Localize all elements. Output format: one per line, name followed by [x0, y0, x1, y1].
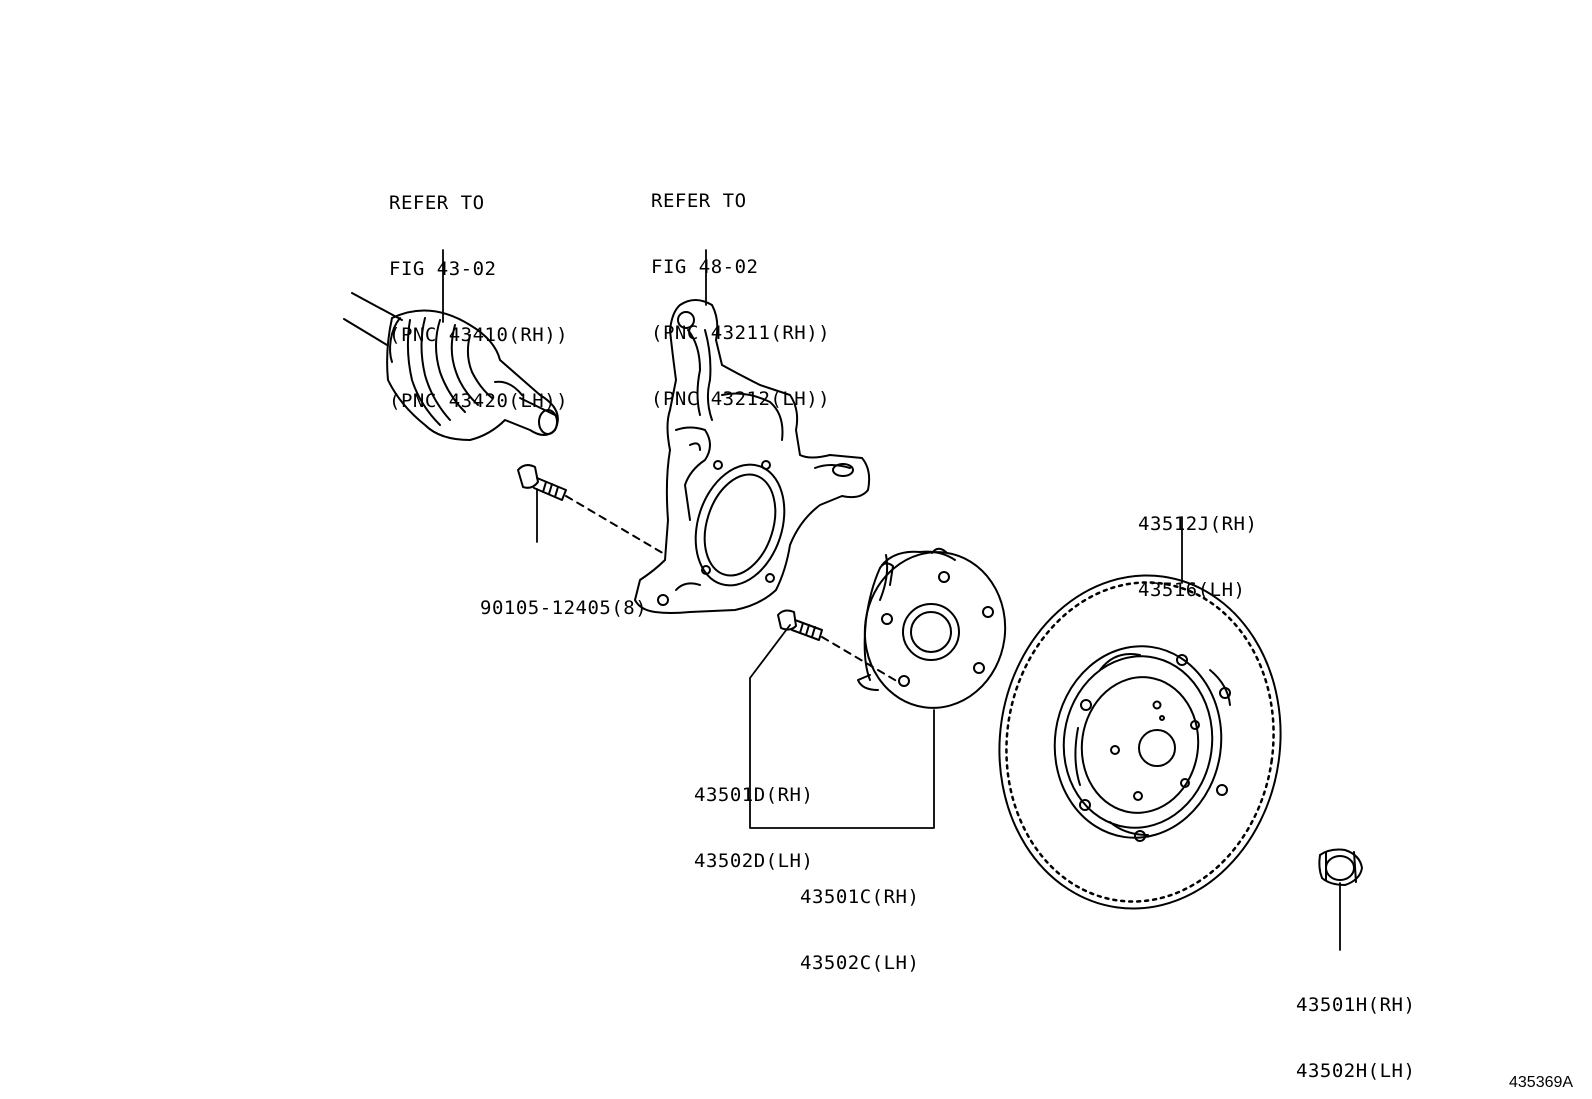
callout-knuckle-bolt-line-1: 90105-12405(8) [480, 597, 648, 619]
knuckle-bolt-dashline [565, 495, 667, 556]
callout-driveshaft-line-2: FIG 43-02 [389, 258, 497, 280]
callout-hub-assembly-line-1: 43501C(RH) [800, 886, 920, 908]
leader-lines [442, 249, 1341, 951]
callout-hub-nut: 43501H(RH) 43502H(LH) [1296, 950, 1415, 1099]
callout-driveshaft-line-1: REFER TO [389, 192, 485, 214]
callout-driveshaft: REFER TO FIG 43-02 (PNC 43410(RH)) (PNC … [389, 148, 568, 456]
callout-disc-line-1: 43512J(RH) [1138, 513, 1258, 535]
callout-knuckle: REFER TO FIG 48-02 (PNC 43211(RH)) (PNC … [651, 146, 830, 454]
knuckle-bolt-drawing [517, 464, 567, 501]
callout-knuckle-line-1: REFER TO [651, 190, 747, 212]
hub-bolt-drawing [777, 609, 823, 641]
hub-bolt-dashline [821, 636, 901, 684]
knuckle-drawing [634, 299, 871, 614]
callout-knuckle-line-2: FIG 48-02 [651, 256, 759, 278]
callout-knuckle-line-3: (PNC 43211(RH)) [651, 322, 831, 344]
disc-drawing [998, 574, 1282, 910]
callout-hub-bolt-line-1: 43501D(RH) [694, 784, 814, 806]
hub-nut-drawing [1318, 848, 1363, 886]
callout-knuckle-bolt: 90105-12405(8) [480, 553, 647, 663]
hub-assembly-drawing [857, 547, 1007, 709]
callout-hub-bolt-line-2: 43502D(LH) [694, 850, 814, 872]
callout-disc: 43512J(RH) 43516(LH) [1138, 469, 1257, 645]
callout-hub-nut-line-2: 43502H(LH) [1296, 1060, 1416, 1082]
callout-hub-bolt: 43501D(RH) 43502D(LH) [694, 740, 813, 916]
callout-hub-assembly: 43501C(RH) 43502C(LH) [800, 842, 919, 1018]
figure-id: 435369A [1509, 1074, 1574, 1091]
driveshaft-drawing [343, 292, 559, 441]
callout-knuckle-line-4: (PNC 43212(LH)) [651, 388, 831, 410]
callout-hub-nut-line-1: 43501H(RH) [1296, 994, 1416, 1016]
callout-hub-assembly-line-2: 43502C(LH) [800, 952, 920, 974]
callout-driveshaft-line-3: (PNC 43410(RH)) [389, 324, 569, 346]
callout-disc-line-2: 43516(LH) [1138, 579, 1246, 601]
callout-driveshaft-line-4: (PNC 43420(LH)) [389, 390, 569, 412]
